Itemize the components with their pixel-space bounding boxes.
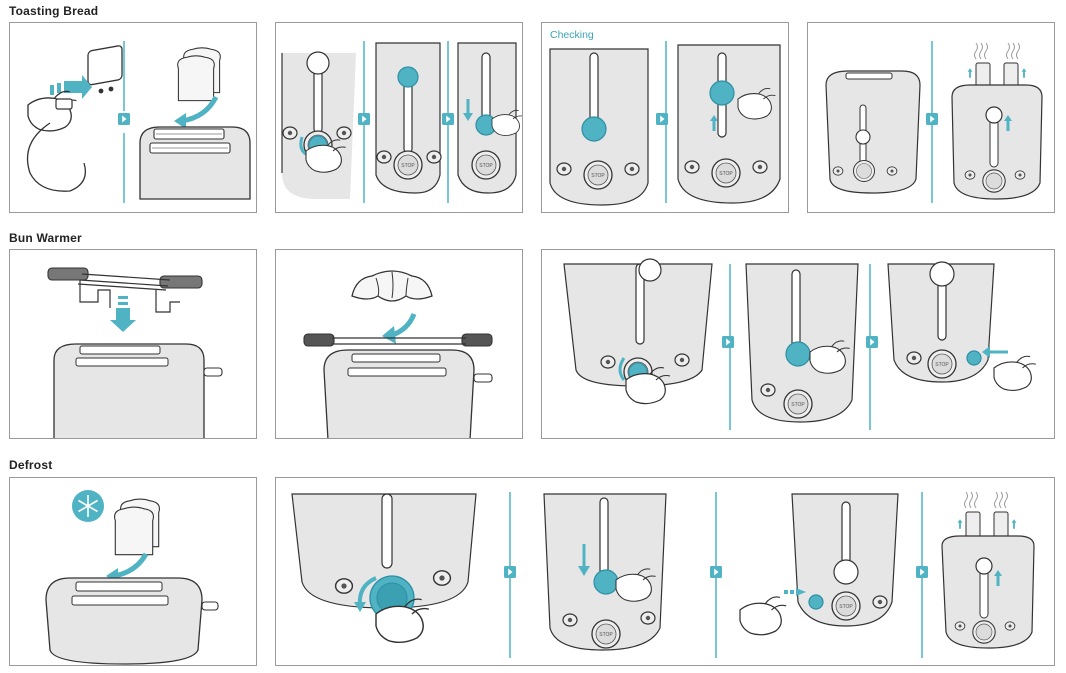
step-arrow-icon: [710, 566, 722, 578]
wall-socket-icon: [88, 45, 122, 93]
knob-stop-label: STOP: [479, 163, 493, 169]
toasting-plug-illustration: [10, 23, 257, 213]
step-arrow-icon: [866, 336, 878, 348]
toaster-icon: [324, 350, 492, 439]
section-title-toasting: Toasting Bread: [9, 4, 98, 18]
toasting-lever-illustration: STOP STOP: [276, 23, 523, 213]
toasting-panel-checking: Checking STOP STOP: [541, 22, 789, 213]
defrost-insert-illustration: [10, 478, 257, 666]
toasting-panel-lever-knob: STOP STOP: [275, 22, 523, 213]
bun-panel-operate: STOP STOP: [541, 249, 1055, 439]
bread-icon: [115, 499, 160, 555]
knob-stop-label: STOP: [591, 173, 605, 179]
steam-icon: [975, 43, 1020, 59]
knob-stop-label: STOP: [401, 163, 415, 169]
toasting-popup-illustration: [808, 23, 1055, 213]
bread-icon: [178, 48, 221, 101]
bun-rack-illustration: [10, 250, 257, 439]
down-arrow-icon: [110, 296, 136, 332]
snowflake-icon: [72, 490, 104, 522]
knob-stop-label: STOP: [719, 171, 733, 177]
steam-icon: [965, 492, 1008, 508]
knob-stop-label: STOP: [935, 362, 949, 368]
knob-stop-label: STOP: [599, 632, 613, 638]
toasting-panel-popup: [807, 22, 1055, 213]
step-arrow-icon: [722, 336, 734, 348]
step-arrow-icon: [358, 113, 370, 125]
step-arrow-icon: [926, 113, 938, 125]
croissant-icon: [352, 271, 432, 301]
bun-rack-icon: [304, 334, 492, 346]
toaster-icon: [54, 344, 222, 439]
defrost-panel-operate: STOP STOP: [275, 477, 1055, 666]
toasting-panel-plug-insert: [9, 22, 257, 213]
step-arrow-icon: [504, 566, 516, 578]
toaster-icon: [46, 578, 218, 664]
knob-stop-label: STOP: [791, 402, 805, 408]
defrost-panel-insert-frozen: [9, 477, 257, 666]
bun-panel-attach-rack: [9, 249, 257, 439]
bun-place-illustration: [276, 250, 523, 439]
step-arrow-icon: [916, 566, 928, 578]
toasting-checking-illustration: STOP STOP: [542, 23, 789, 213]
section-title-bun-warmer: Bun Warmer: [9, 231, 82, 245]
bun-rack-icon: [48, 268, 202, 312]
step-arrow-icon: [442, 113, 454, 125]
section-title-defrost: Defrost: [9, 458, 52, 472]
knob-stop-label: STOP: [839, 604, 853, 610]
defrost-operate-illustration: STOP STOP: [276, 478, 1055, 666]
step-arrow-icon: [656, 113, 668, 125]
step-arrow-icon: [118, 113, 130, 125]
toaster-icon: [140, 127, 250, 199]
bun-operate-illustration: STOP STOP: [542, 250, 1055, 439]
bun-panel-place-bun: [275, 249, 523, 439]
plug-icon: [28, 91, 86, 191]
